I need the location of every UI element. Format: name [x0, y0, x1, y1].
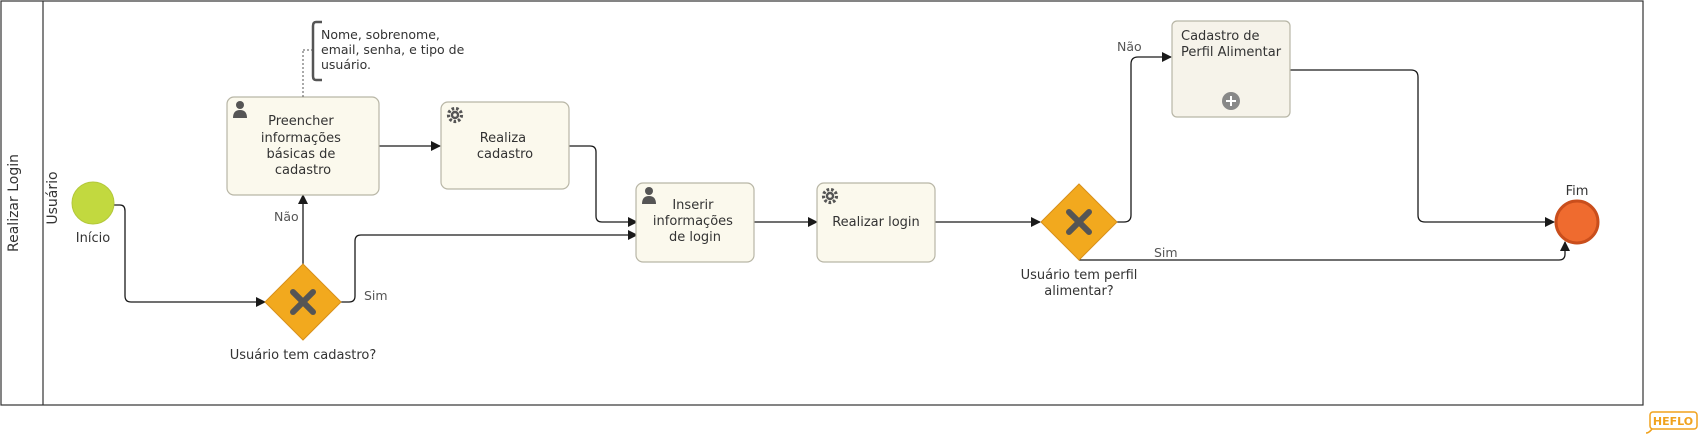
task-inserir-line-1: Inserir [672, 198, 714, 213]
annotation-line-3: usuário. [321, 57, 371, 72]
flow-start-to-gateway1[interactable] [114, 204, 266, 307]
x-mark-icon [290, 289, 316, 315]
gear-icon [446, 106, 464, 124]
x-mark-icon [1066, 209, 1092, 235]
user-icon [233, 101, 247, 118]
expand-plus-icon[interactable] [1222, 92, 1240, 110]
subprocess-cadastro-perfil-alimentar[interactable]: Cadastro de Perfil Alimentar [1171, 20, 1291, 118]
svg-text:Preencher informações: Preencher informações básicas de cadastr… [261, 114, 345, 178]
subprocess-line-2: Perfil Alimentar [1181, 45, 1282, 60]
task-preencher-line-2: informações [261, 131, 341, 146]
gateway-tem-perfil-label-2: alimentar? [1044, 284, 1113, 299]
end-event[interactable]: Fim [1554, 184, 1600, 245]
gear-icon [821, 187, 839, 205]
flow-label-sim-1: Sim [364, 288, 388, 303]
annotation-line-1: Nome, sobrenome, [321, 27, 440, 42]
flow-gateway1-sim[interactable] [341, 230, 638, 303]
svg-text:Cadastro de Perfil Alime: Cadastro de Perfil Alimentar [1181, 29, 1282, 60]
task-preencher-line-1: Preencher [268, 114, 334, 129]
flow-realiza-to-inserir[interactable] [569, 145, 638, 227]
task-realiza-cadastro-line-1: Realiza [480, 131, 526, 146]
svg-text:Inserir informações: Inserir informações de login [653, 198, 737, 245]
gateway-tem-perfil-label-1: Usuário tem perfil [1021, 268, 1138, 283]
flow-gateway2-sim[interactable] [1079, 241, 1570, 261]
task-inserir-line-3: de login [669, 230, 721, 245]
task-preencher-line-3: básicas de [266, 147, 335, 162]
flow-perfil-to-end[interactable] [1290, 69, 1555, 227]
task-realizar-login-label: Realizar login [832, 215, 920, 230]
annotation-line-2: email, senha, e tipo de [321, 42, 465, 57]
gateway-tem-cadastro-label: Usuário tem cadastro? [230, 348, 377, 363]
text-annotation: Nome, sobrenome, email, senha, e tipo de… [302, 20, 468, 97]
end-event-label: Fim [1566, 184, 1589, 199]
flow-label-sim-2: Sim [1154, 245, 1178, 260]
task-preencher-informacoes[interactable]: Preencher informações básicas de cadastr… [226, 96, 380, 196]
task-preencher-line-4: cadastro [275, 163, 331, 178]
task-inserir-line-2: informações [653, 214, 733, 229]
start-event-label: Início [76, 231, 110, 246]
flow-gateway2-nao[interactable] [1117, 52, 1172, 223]
task-realiza-cadastro-line-2: cadastro [477, 147, 533, 162]
flow-label-nao-2: Não [1117, 39, 1142, 54]
subprocess-line-1: Cadastro de [1181, 29, 1260, 44]
sequence-flows [114, 52, 1570, 307]
flow-label-nao-1: Não [274, 209, 299, 224]
task-realiza-cadastro[interactable]: Realiza cadastro [440, 101, 570, 190]
heflo-logo: HEFLO [1645, 411, 1698, 434]
exclusive-gateway-tem-cadastro[interactable]: Usuário tem cadastro? [230, 263, 377, 363]
pool-name: Realizar Login [6, 154, 22, 252]
task-realizar-login[interactable]: Realizar login [816, 182, 936, 263]
exclusive-gateway-tem-perfil[interactable]: Usuário tem perfil alimentar? [1021, 183, 1138, 299]
lane-name: Usuário [45, 171, 61, 224]
start-event[interactable]: Início [71, 181, 115, 246]
svg-text:Realiza cadastro: Realiza cadastro [477, 131, 533, 162]
task-inserir-informacoes[interactable]: Inserir informações de login [635, 182, 755, 263]
heflo-logo-text: HEFLO [1653, 415, 1693, 428]
user-icon [642, 187, 656, 204]
svg-text:Nome, sobrenome, email,: Nome, sobrenome, email, senha, e tipo de… [321, 27, 468, 72]
